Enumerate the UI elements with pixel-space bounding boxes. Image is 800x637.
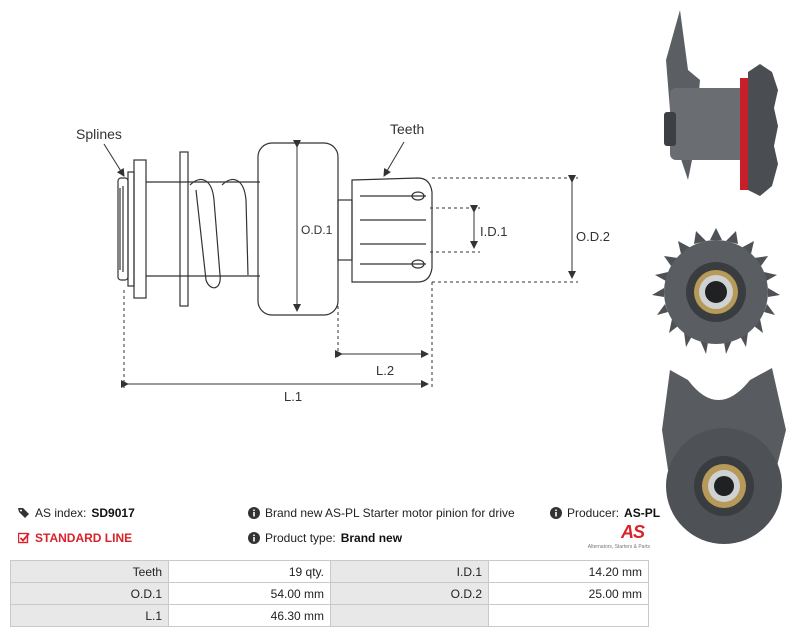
producer-label: Producer:: [567, 506, 620, 520]
spec-value: 46.30 mm: [168, 604, 331, 627]
producer-value: AS-PL: [624, 506, 661, 520]
tag-icon: [18, 508, 29, 518]
logo-tagline: Alternators, Starters & Parts: [587, 544, 650, 550]
table-row: O.D.1 54.00 mm O.D.2 25.00 mm: [10, 582, 649, 605]
splines-label: Splines: [76, 126, 122, 142]
product-type-value: Brand new: [340, 531, 403, 545]
as-pl-logo: AS Alternators, Starters & Parts: [584, 522, 650, 554]
spec-label: I.D.1: [330, 560, 489, 583]
check-square-icon: [18, 532, 30, 544]
product-type-label: Product type:: [265, 531, 336, 545]
as-index-label: AS index:: [35, 506, 87, 520]
technical-drawing: Splines Teeth O.D.1 I.D.1 O.D.2 L.2 L.1: [76, 121, 610, 404]
specs-table: Teeth 19 qty. I.D.1 14.20 mm O.D.1 54.00…: [10, 560, 649, 627]
table-row: L.1 46.30 mm: [10, 604, 649, 627]
teeth-label: Teeth: [390, 121, 424, 137]
standard-line-label: STANDARD LINE: [35, 531, 133, 545]
producer-row: Producer: AS-PL: [550, 506, 660, 520]
spec-label: L.1: [10, 604, 169, 627]
logo-mark: AS: [620, 522, 645, 542]
spec-label: O.D.1: [10, 582, 169, 605]
spec-value: 54.00 mm: [168, 582, 331, 605]
spec-value: [488, 604, 649, 627]
spec-label: Teeth: [10, 560, 169, 583]
pinion-teeth: [351, 177, 433, 283]
spec-label: O.D.2: [330, 582, 489, 605]
photo-front-view: [652, 228, 780, 354]
as-index-value: SD9017: [91, 506, 135, 520]
od1-label: O.D.1: [301, 223, 333, 237]
spec-value: 25.00 mm: [488, 582, 649, 605]
photo-back-view: [662, 368, 786, 544]
od2-label: O.D.2: [576, 229, 610, 244]
photo-side-view: [664, 10, 778, 196]
spec-value: 19 qty.: [168, 560, 331, 583]
product-info: AS index: SD9017 STANDARD LINE Brand new…: [0, 500, 800, 560]
as-index-row: AS index: SD9017: [18, 506, 135, 520]
standard-line-row: STANDARD LINE: [18, 531, 132, 545]
l1-label: L.1: [284, 389, 302, 404]
description-text: Brand new AS-PL Starter motor pinion for…: [265, 506, 515, 520]
spec-label: [330, 604, 489, 627]
description-row: Brand new AS-PL Starter motor pinion for…: [248, 506, 515, 520]
product-photos: [652, 10, 786, 544]
info-icon: [550, 507, 562, 519]
info-icon: [248, 507, 260, 519]
product-type-row: Product type: Brand new: [248, 531, 402, 545]
table-row: Teeth 19 qty. I.D.1 14.20 mm: [10, 560, 649, 583]
id1-label: I.D.1: [480, 224, 507, 239]
spec-value: 14.20 mm: [488, 560, 649, 583]
info-icon: [248, 532, 260, 544]
l2-label: L.2: [376, 363, 394, 378]
